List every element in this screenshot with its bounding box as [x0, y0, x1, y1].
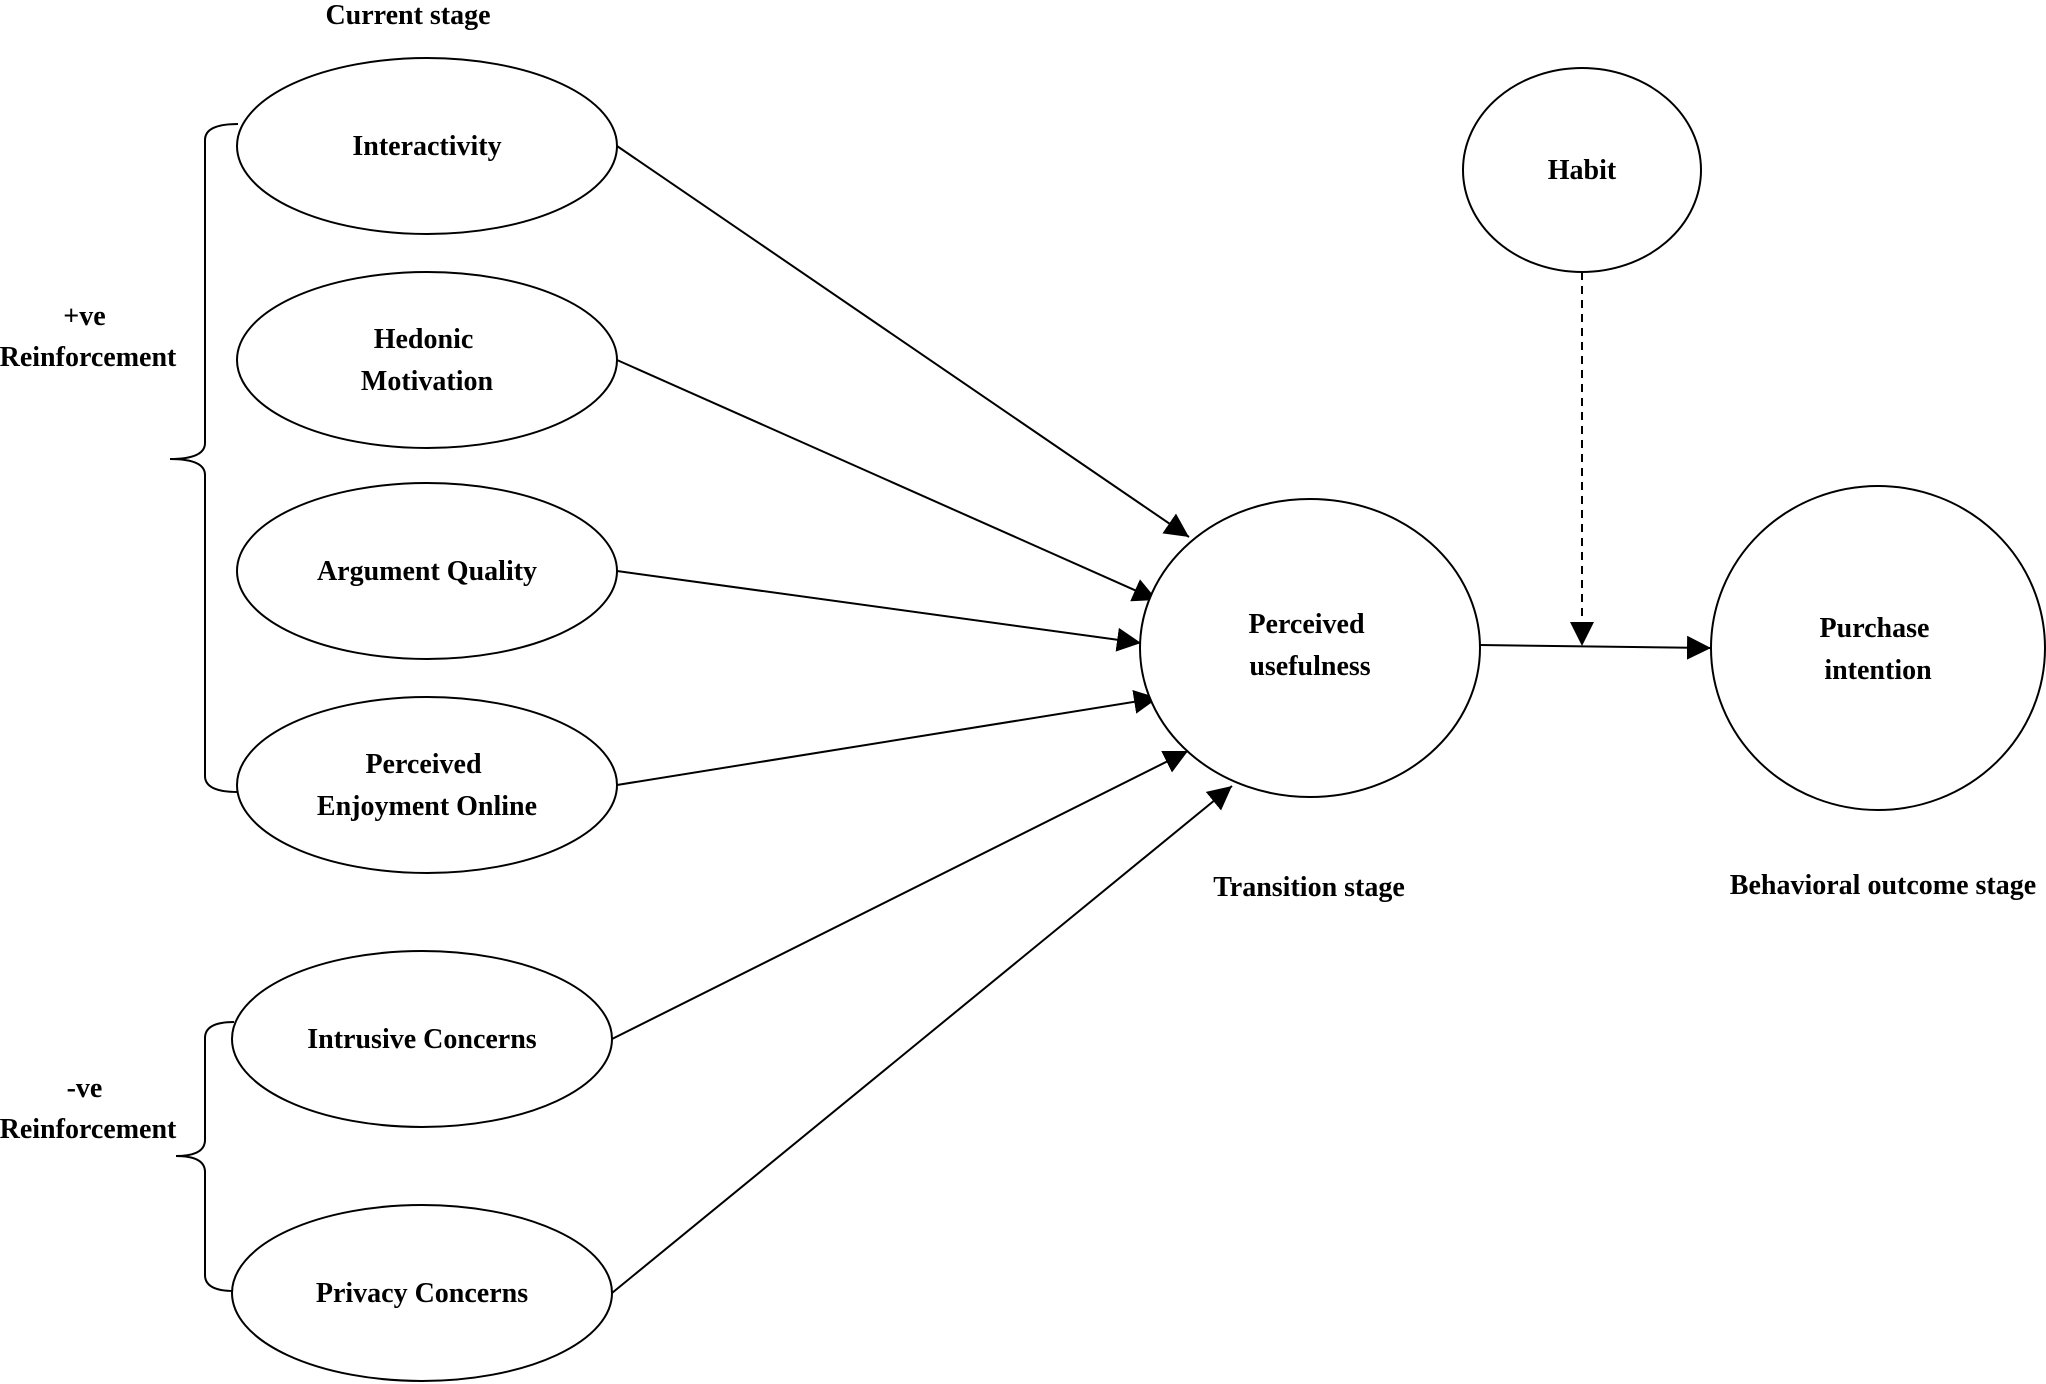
edges: [611, 145, 1712, 1294]
node-privacy-concerns: Privacy Concerns: [231, 1204, 613, 1382]
svg-text:Perceived usefulness: Perceived usefulness: [1248, 609, 1371, 682]
edge-interactivity-usefulness: [616, 145, 1190, 538]
label-intrusive-1: Intrusive Concerns: [307, 1024, 537, 1055]
node-argument-quality: Argument Quality: [236, 482, 618, 660]
edge-hedonic-usefulness: [616, 359, 1158, 602]
label-interactivity-1: Interactivity: [352, 131, 501, 162]
stage-outcome-label: Behavioral outcome stage: [1730, 870, 2036, 901]
svg-text:Interactivity: Interactivity: [352, 131, 501, 162]
label-positive-reinforcement: Reinforcement: [0, 342, 177, 373]
label-positive-sign: +ve: [63, 301, 105, 332]
svg-text:Hedonic Motivation: Hedonic Motivation: [361, 324, 494, 397]
svg-text:Intrusive Concerns: Intrusive Concerns: [307, 1024, 537, 1055]
label-usefulness-1: Perceived: [1248, 609, 1365, 640]
svg-text:Argument Quality: Argument Quality: [317, 556, 537, 587]
svg-text:Habit: Habit: [1548, 155, 1617, 186]
label-habit-1: Habit: [1548, 155, 1617, 186]
brace-positive: [169, 123, 239, 793]
edge-argument-usefulness: [616, 570, 1142, 652]
label-argument-1: Argument Quality: [317, 556, 537, 587]
svg-text:-ve Reinforcement: -ve Reinforcement: [0, 1073, 177, 1145]
label-negative-reinforcement: Reinforcement: [0, 1114, 177, 1145]
label-hedonic-1: Hedonic: [374, 324, 474, 355]
edge-usefulness-purchase: [1479, 635, 1712, 660]
node-perceived-usefulness: Perceived usefulness: [1139, 498, 1481, 798]
edge-intrusive-usefulness: [611, 750, 1189, 1040]
label-enjoyment-1: Perceived: [365, 749, 482, 780]
svg-text:Perceived Enjoyment Onl: Perceived Enjoyment Online: [317, 749, 537, 822]
node-habit: Habit: [1462, 67, 1702, 273]
label-purchase-1: Purchase: [1820, 613, 1930, 644]
svg-text:Purchase intention: Purchase intention: [1820, 613, 1937, 686]
svg-text:+ve Reinforcement: +ve Reinforcement: [0, 301, 177, 373]
svg-text:Privacy Concerns: Privacy Concerns: [316, 1278, 528, 1309]
label-enjoyment-2: Enjoyment Online: [317, 791, 537, 822]
node-purchase-intention: Purchase intention: [1710, 485, 2046, 811]
node-hedonic-motivation: Hedonic Motivation: [236, 271, 618, 449]
edge-privacy-usefulness: [611, 785, 1233, 1294]
node-interactivity: Interactivity: [236, 57, 618, 235]
label-hedonic-2: Motivation: [361, 366, 494, 397]
brace-negative: [175, 1021, 235, 1292]
node-intrusive-concerns: Intrusive Concerns: [231, 950, 613, 1128]
stage-current-label: Current stage: [325, 0, 490, 31]
label-privacy-1: Privacy Concerns: [316, 1278, 528, 1309]
label-purchase-2: intention: [1824, 655, 1932, 686]
edge-enjoyment-usefulness: [616, 689, 1159, 786]
stage-transition-label: Transition stage: [1213, 872, 1405, 903]
label-usefulness-2: usefulness: [1249, 651, 1370, 682]
label-negative-sign: -ve: [67, 1073, 103, 1104]
node-perceived-enjoyment: Perceived Enjoyment Online: [236, 696, 618, 874]
